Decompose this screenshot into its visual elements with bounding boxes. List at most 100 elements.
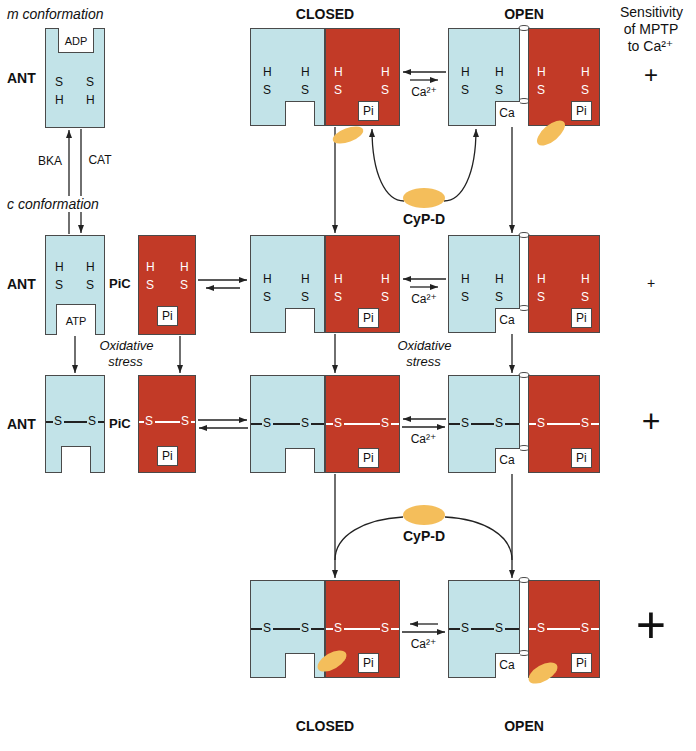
reaction-arrow <box>74 336 75 373</box>
text-slot: S <box>461 416 469 430</box>
text-slot: S <box>461 621 469 635</box>
label-slot: + <box>635 599 667 651</box>
label-slot: CyP-D <box>402 211 446 228</box>
text-slot: S <box>263 416 271 430</box>
text-slot: S <box>86 75 94 89</box>
text-slot: H <box>537 65 546 79</box>
label-slot: c conformation <box>6 196 100 213</box>
text-slot: S <box>581 290 589 304</box>
disulfide-bond <box>471 423 494 425</box>
sensitivity-mark: + <box>635 596 667 654</box>
phosphate-label: Pi <box>358 653 379 673</box>
label-slot: ANT <box>6 70 37 87</box>
text-slot: H <box>581 65 590 79</box>
disulfide-bond <box>505 423 519 425</box>
binding-arc <box>372 129 404 201</box>
text-slot: S <box>263 621 271 635</box>
residue-letter: H <box>461 272 470 286</box>
text-slot: S <box>88 414 96 428</box>
reaction-arrow <box>410 623 438 624</box>
protein-name: PiC <box>108 416 132 431</box>
residue-letter: H <box>334 65 343 79</box>
ligand-label: Ca <box>499 106 514 120</box>
residue-letter: S <box>334 290 342 304</box>
ant-box: SSCa <box>448 375 520 473</box>
residue-letter: S <box>334 416 342 430</box>
process-note: Oxidative stress <box>396 338 451 369</box>
binding-pocket <box>285 101 315 126</box>
residue-letter: H <box>301 65 310 79</box>
binding-arc <box>335 517 403 560</box>
protein-name: CyP-D <box>402 211 446 227</box>
disulfide-bond <box>191 421 195 423</box>
residue-letter: S <box>537 290 545 304</box>
text-slot: S <box>581 416 589 430</box>
residue-letter: S <box>495 290 503 304</box>
text-slot: S <box>381 290 389 304</box>
text-slot: S <box>86 278 94 292</box>
disulfide-bond <box>529 628 536 630</box>
phosphate-label: Pi <box>157 446 178 466</box>
phosphate-label: Pi <box>358 101 379 121</box>
label-slot: PiC <box>108 416 132 432</box>
label-slot: + <box>646 276 656 290</box>
pic-box: HHSSPi <box>325 28 400 126</box>
label-slot: CyP-D <box>402 528 446 545</box>
disulfide-bond <box>311 423 324 425</box>
text-slot: Pi <box>571 653 592 673</box>
pic-box: HHSSPi <box>528 235 600 333</box>
label-slot: m conformation <box>6 6 104 23</box>
label-slot: Ca²⁺ <box>410 432 438 446</box>
disulfide-bond <box>344 423 380 425</box>
label-slot: CLOSED <box>295 6 355 23</box>
binding-arc <box>445 517 512 560</box>
text-slot: S <box>537 83 545 97</box>
label-slot: PiC <box>108 276 132 292</box>
residue-letter: S <box>86 278 94 292</box>
ligand-label: ADP <box>65 35 88 47</box>
ant-box: HHSSCa <box>448 28 520 126</box>
reaction-arrow <box>403 278 446 279</box>
residue-letter: H <box>301 272 310 286</box>
protein-name: ANT <box>6 416 37 432</box>
residue-letter: S <box>581 83 589 97</box>
text-slot: Ca <box>495 658 519 672</box>
cyclophilin-d-shape <box>331 123 366 147</box>
residue-letter: S <box>55 75 63 89</box>
ant-box: SS <box>250 375 325 473</box>
reaction-arrow <box>68 130 69 234</box>
reaction-arrow <box>511 127 512 233</box>
ant-box: ADPSSHH <box>45 28 105 128</box>
residue-letter: H <box>461 65 470 79</box>
column-heading: Sensitivity of MPTP to Ca²⁺ <box>619 4 683 54</box>
text-slot: Pi <box>571 101 592 121</box>
label-slot: OPEN <box>503 718 545 735</box>
ant-box: HHSSCa <box>448 235 520 333</box>
disulfide-bond <box>251 628 262 630</box>
reaction-arrow <box>410 79 438 80</box>
residue-letter: S <box>146 278 154 292</box>
residue-letter: S <box>461 621 469 635</box>
residue-letter: H <box>537 272 546 286</box>
phosphate-label: Pi <box>571 308 592 328</box>
edge-label: Ca²⁺ <box>410 85 438 99</box>
text-slot: S <box>54 414 62 428</box>
residue-letter: H <box>180 260 189 274</box>
reaction-arrow <box>410 286 438 287</box>
reaction-arrow <box>334 334 335 373</box>
residue-letter: H <box>381 65 390 79</box>
text-slot: S <box>180 278 188 292</box>
reaction-arrow <box>334 474 335 578</box>
text-slot: Ca <box>495 313 519 327</box>
residue-letter: H <box>495 65 504 79</box>
protein-name: ANT <box>6 70 37 86</box>
text-slot: H <box>86 93 95 107</box>
text-slot: H <box>301 65 310 79</box>
disulfide-bond <box>547 423 580 425</box>
column-heading: CLOSED <box>295 6 355 22</box>
residue-letter: H <box>55 260 64 274</box>
residue-letter: H <box>55 93 64 107</box>
pic-box: SSPi <box>528 580 600 678</box>
reaction-arrow <box>402 426 445 427</box>
